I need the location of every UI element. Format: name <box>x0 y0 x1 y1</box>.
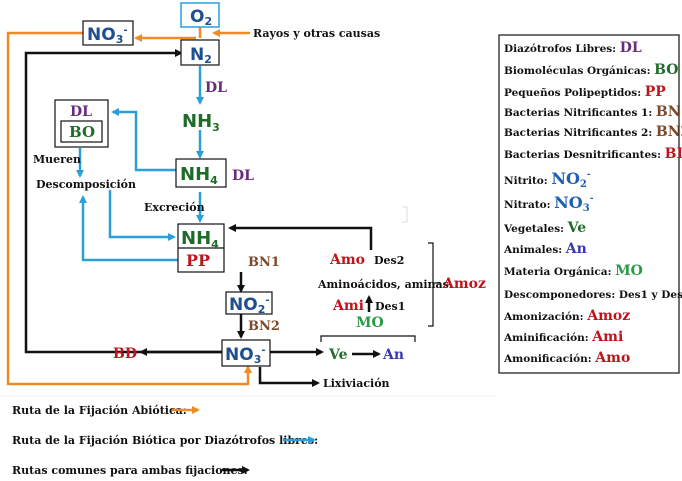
des1-label: Des1 <box>375 300 405 313</box>
legend-common-text: Rutas comunes para ambas fijaciones: <box>12 464 248 477</box>
bracket-amoz <box>428 242 434 327</box>
common-route <box>24 49 440 387</box>
amoz-label: Amoz <box>442 276 486 292</box>
bd-label: BD <box>113 346 137 362</box>
biotic-route <box>76 66 204 262</box>
bn2-label: BN2 <box>248 319 280 334</box>
arrow-no3-to-n2-loop <box>24 49 222 354</box>
legend-item: Aminificación: Ami <box>503 329 623 345</box>
arrow-no3-to-lixiviacion <box>258 367 320 387</box>
no2-box <box>225 291 273 315</box>
legend-item: Nitrito: NO2- <box>504 169 591 190</box>
dl-label-2: DL <box>232 168 254 184</box>
rayos-label: Rayos y otras causas <box>253 27 380 40</box>
an-label: An <box>382 347 404 363</box>
ve-label: Ve <box>328 347 348 363</box>
lixiviacion-label: Lixiviación <box>323 377 390 390</box>
legend-item: Amonización: Amoz <box>503 308 630 324</box>
amo-label: Amo <box>329 252 365 268</box>
bo-box-label: BO <box>69 123 95 141</box>
pp-node: PP <box>186 251 210 270</box>
legend-item: Descomponedores: Des1 y Des2 <box>504 289 682 301</box>
ami-label: Ami <box>332 298 364 314</box>
no2-node: NO2- <box>229 295 270 316</box>
des2-label: Des2 <box>374 254 404 267</box>
aminoacidos-label: Aminoácidos, aminas <box>317 278 449 291</box>
abbreviations-legend-items: Diazótrofos Libres: DL Biomoléculas Orgán… <box>503 40 682 366</box>
legend-abiotic-text: Ruta de la Fijación Abiótica: <box>12 404 187 417</box>
arrow-amo-to-nh4b <box>228 224 373 250</box>
no3-bottom-box <box>221 339 271 367</box>
n2-box <box>180 39 220 66</box>
legend-item: Amonificación: Amo <box>503 350 630 366</box>
bo-inner-box <box>60 120 103 143</box>
legend-item: Biomoléculas Orgánicas: BO <box>504 62 678 78</box>
legend-item: Bacterias Nitrificantes 1: BN1 <box>504 104 682 120</box>
legend-item: Bacterias Desnitrificantes: BD <box>504 146 682 162</box>
mo-label: MO <box>356 315 384 331</box>
o2-node: O2 <box>190 7 212 28</box>
abbreviations-legend <box>498 34 680 374</box>
nh4-b-node: NH4 <box>181 228 219 251</box>
no3-top-node: NO3- <box>87 25 128 46</box>
legend-item: Pequeños Polipeptidos: PP <box>504 84 666 100</box>
legend-item: Animales: An <box>503 241 587 257</box>
legend-item: Materia Orgánica: MO <box>504 263 643 279</box>
excrecion-label: Excreción <box>144 201 205 214</box>
arrow-descomp-to-nh4b <box>108 190 176 241</box>
nh3-node: NH3 <box>182 111 220 134</box>
abiotic-route <box>6 26 252 386</box>
legend-item: Diazótrofos Libres: DL <box>504 40 642 56</box>
legend-item: Vegetales: Ve <box>503 220 586 236</box>
o2-box <box>180 2 220 28</box>
nh4-a-node: NH4 <box>180 164 218 187</box>
no3-top-box <box>82 20 134 46</box>
descomposicion-label: Descomposición <box>36 178 136 191</box>
nh4-a-box <box>175 158 227 188</box>
arrow-nh4-to-bo <box>111 108 176 172</box>
legend-item: Bacterias Nitrificantes 2: BN2 <box>504 124 682 140</box>
faint-artifact <box>402 206 408 223</box>
arrow-pp-to-descomp <box>79 195 178 262</box>
arrow-no3-top-to-no3-bottom <box>6 31 252 386</box>
dl-label-1: DL <box>205 80 227 96</box>
mueren-label: Mueren <box>33 153 81 166</box>
no3-bottom-node: NO3- <box>225 345 266 366</box>
bn1-label: BN1 <box>248 255 280 270</box>
dl-box-label: DL <box>70 104 92 120</box>
legend-item: Nitrato: NO3- <box>504 193 594 214</box>
bracket-ve-an <box>320 335 416 342</box>
legend-biotic-text: Ruta de la Fijación Biótica por Diazótro… <box>12 434 318 447</box>
n2-node: N2 <box>190 45 212 66</box>
